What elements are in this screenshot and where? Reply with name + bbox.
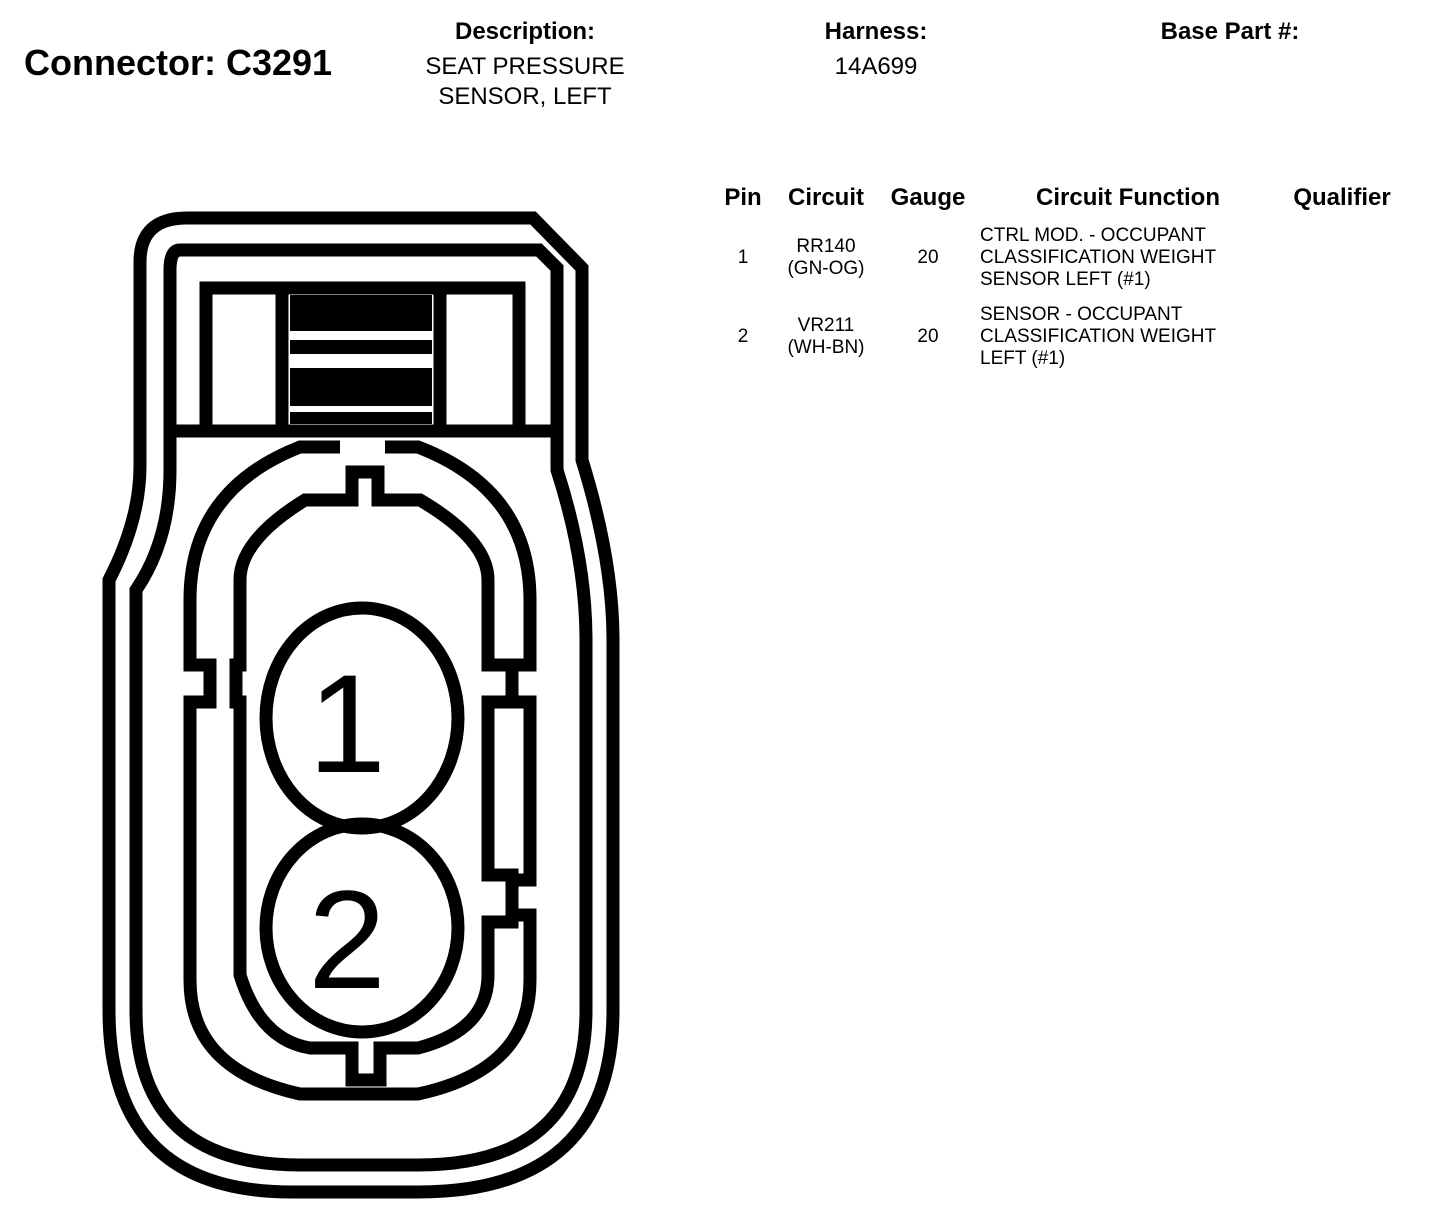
- qualifier-value: [1280, 298, 1404, 376]
- description-block: Description: SEAT PRESSURE SENSOR, LEFT: [390, 18, 660, 112]
- inner-shell-outline: [129, 243, 593, 1172]
- column-header-circuit: Circuit: [787, 184, 864, 211]
- latch-bar-bottom: [290, 412, 432, 424]
- circuit-cell: VR211 (WH-BN): [776, 298, 876, 376]
- circuit-id: VR211: [797, 315, 855, 336]
- latch-bar-lower: [290, 368, 432, 406]
- pin-cavity-housing-outline: [183, 440, 537, 1101]
- function-line: SENSOR LEFT (#1): [980, 269, 1151, 290]
- base-part-block: Base Part #:: [1120, 18, 1340, 52]
- table-row: 2 VR211 (WH-BN) 20 SENSOR - OCCUPANT CLA…: [712, 298, 1422, 376]
- description-value: SEAT PRESSURE SENSOR, LEFT: [390, 52, 660, 112]
- latch-bar-middle: [290, 340, 432, 354]
- description-line-2: SENSOR, LEFT: [438, 83, 612, 110]
- harness-label: Harness:: [824, 18, 928, 45]
- column-header-circuit-function: Circuit Function: [1036, 184, 1220, 211]
- harness-value: 14A699: [834, 53, 918, 80]
- harness-block: Harness: 14A699: [786, 18, 966, 82]
- gauge-value: 20: [917, 247, 939, 268]
- pin-1-label: 1: [308, 645, 386, 802]
- column-header-qualifier: Qualifier: [1293, 184, 1391, 211]
- latch-bar-top: [290, 295, 432, 331]
- base-part-label: Base Part #:: [1160, 18, 1300, 45]
- column-header-gauge: Gauge: [890, 184, 966, 211]
- circuit-function: CTRL MOD. - OCCUPANT CLASSIFICATION WEIG…: [980, 219, 1280, 297]
- circuit-id: RR140: [796, 236, 856, 257]
- circuit-color: (GN-OG): [787, 258, 865, 279]
- description-line-1: SEAT PRESSURE: [425, 53, 625, 80]
- function-line: CLASSIFICATION WEIGHT: [980, 326, 1217, 347]
- table-row: 1 RR140 (GN-OG) 20 CTRL MOD. - OCCUPANT …: [712, 219, 1422, 297]
- function-line: CLASSIFICATION WEIGHT: [980, 247, 1217, 268]
- column-header-pin: Pin: [724, 184, 762, 211]
- qualifier-value: [1280, 219, 1404, 297]
- connector-face-diagram: 1 2: [102, 211, 620, 1199]
- pin-2-label: 2: [308, 861, 386, 1018]
- pin-number: 1: [737, 247, 749, 268]
- function-line: LEFT (#1): [980, 348, 1066, 369]
- pin-number: 2: [737, 326, 749, 347]
- inner-cavity-outline: [229, 465, 519, 1087]
- circuit-function: SENSOR - OCCUPANT CLASSIFICATION WEIGHT …: [980, 298, 1280, 376]
- circuit-color: (WH-BN): [787, 337, 865, 358]
- function-line: SENSOR - OCCUPANT: [980, 304, 1183, 325]
- circuit-cell: RR140 (GN-OG): [776, 219, 876, 297]
- function-line: CTRL MOD. - OCCUPANT: [980, 225, 1206, 246]
- connector-title: Connector: C3291: [24, 42, 333, 83]
- description-label: Description:: [454, 18, 595, 45]
- gauge-value: 20: [917, 326, 939, 347]
- outer-shell-outline: [102, 211, 620, 1199]
- pin-2-cavity: [259, 817, 465, 1039]
